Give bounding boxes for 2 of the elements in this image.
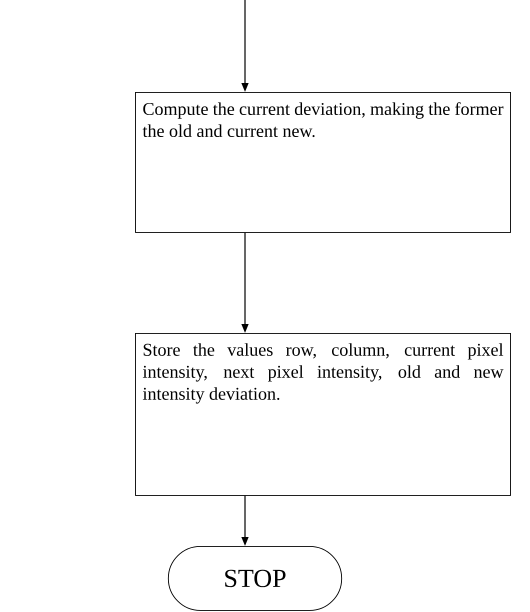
process-box: Store the values row, column, current pixel intensity, next pixel intensity, old and new intensity deviation. — [135, 333, 511, 496]
process-box: Compute the current deviation, making the former the old and current new. — [135, 92, 511, 233]
